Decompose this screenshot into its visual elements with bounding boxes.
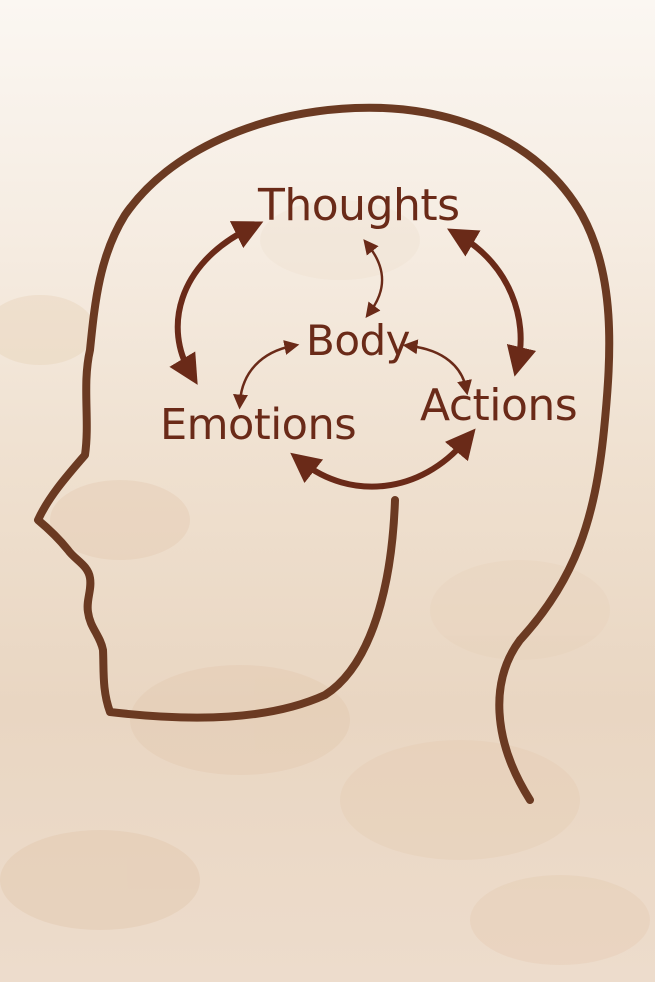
arrow-thoughts-body <box>363 239 384 319</box>
arrow-thoughts-emotions <box>169 221 264 385</box>
node-emotions: Emotions <box>160 400 357 450</box>
node-actions: Actions <box>420 380 578 431</box>
arrow-emotions-actions <box>290 428 476 490</box>
node-body: Body <box>306 316 411 365</box>
arrow-body-emotions <box>233 340 300 410</box>
arrow-thoughts-actions <box>447 228 537 377</box>
node-thoughts: Thoughts <box>258 180 460 231</box>
head-profile-icon <box>34 103 614 804</box>
flower-field-decor <box>0 200 650 965</box>
arrow-body-actions <box>402 339 472 396</box>
